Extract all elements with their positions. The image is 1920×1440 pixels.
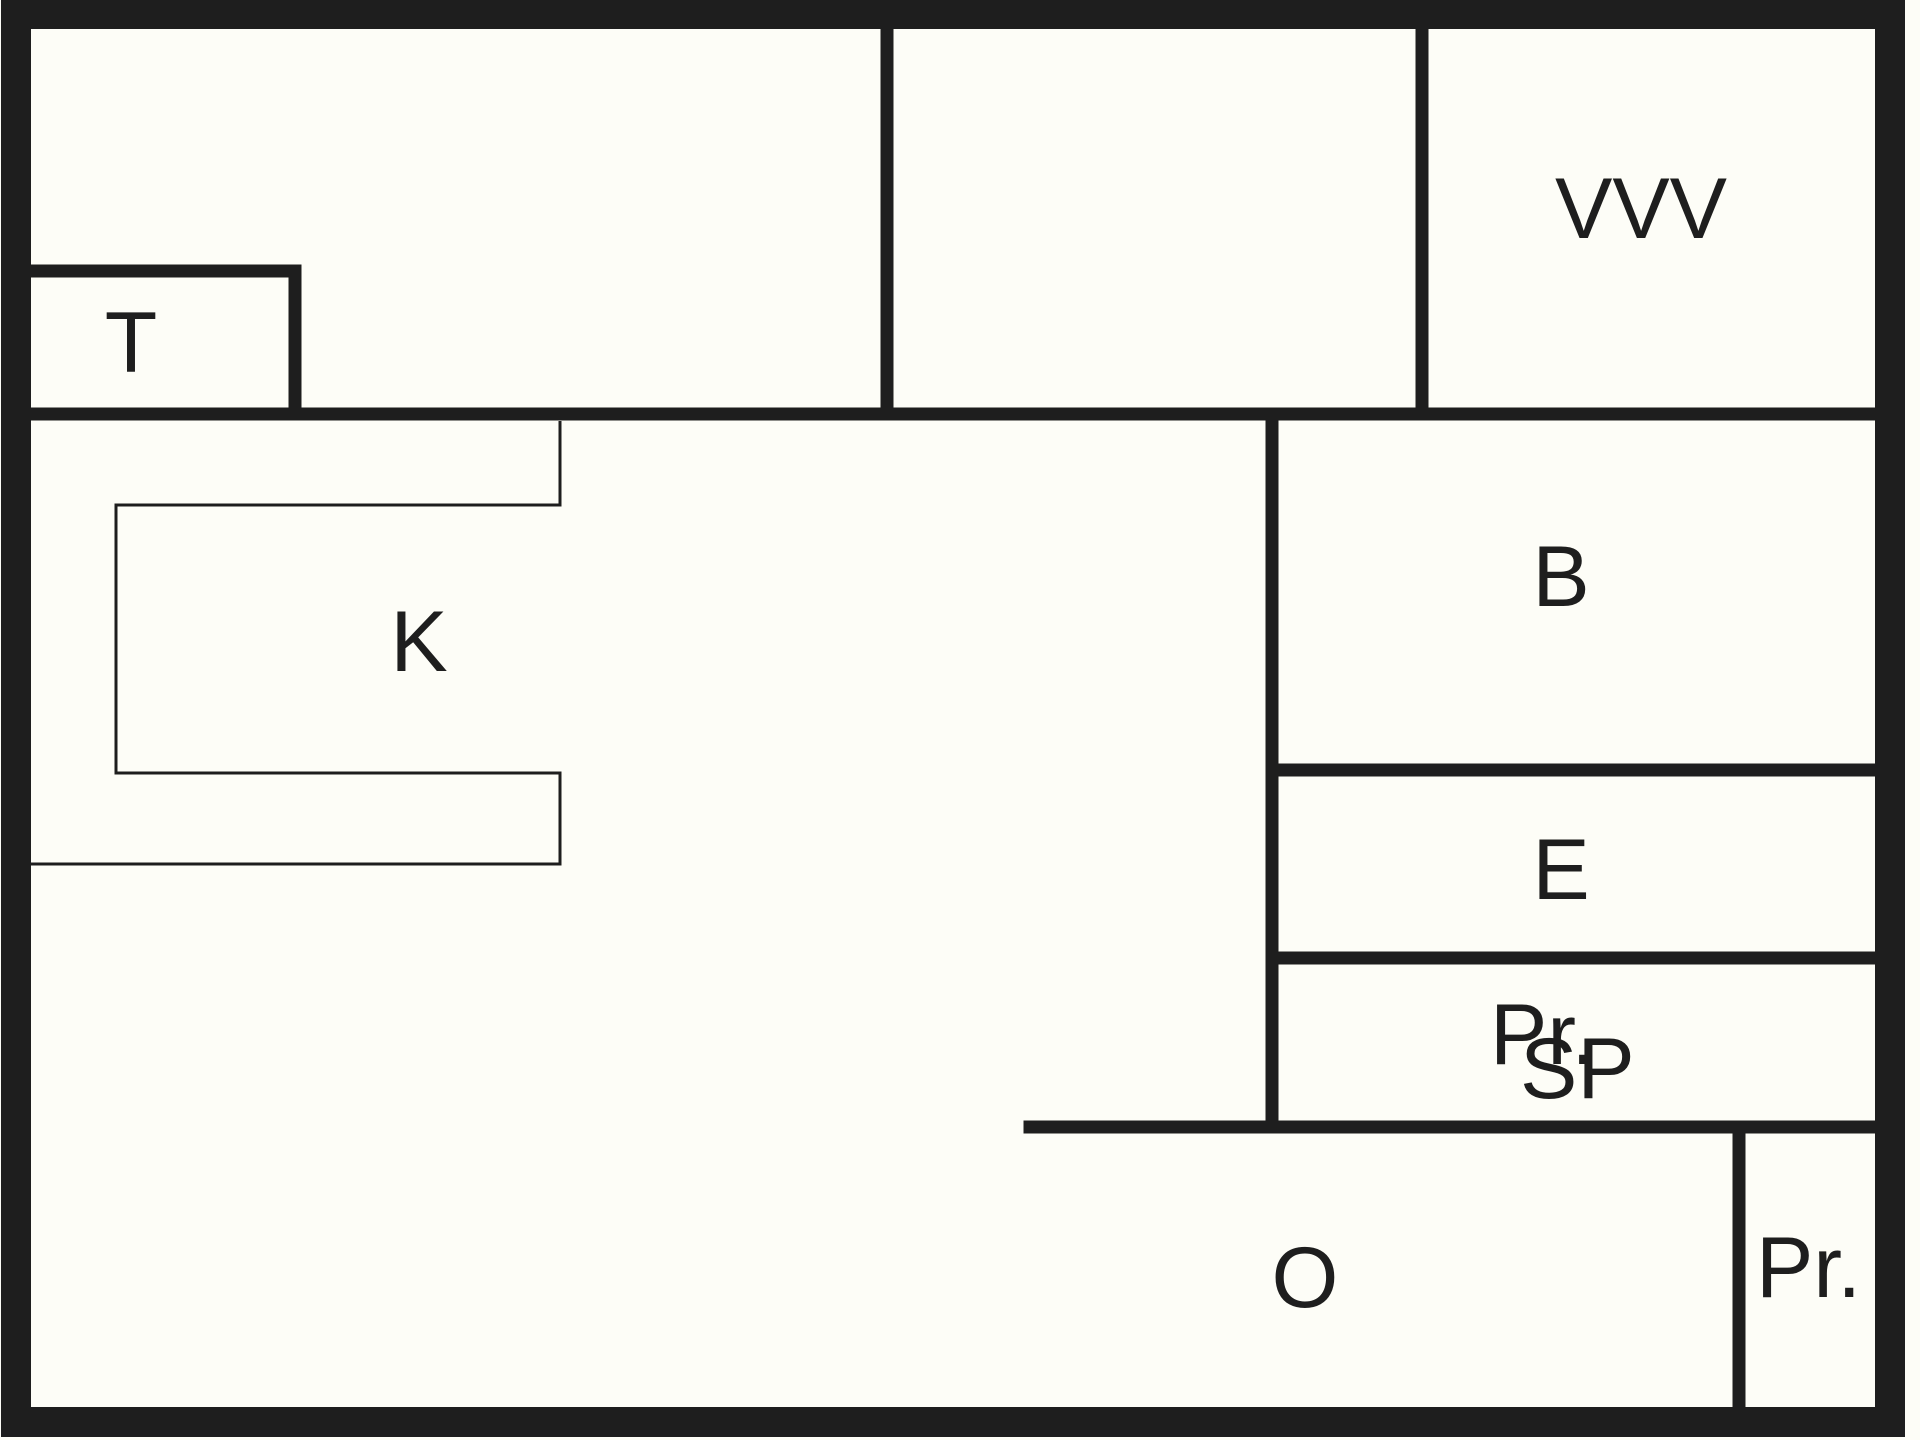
label-o: O <box>1272 1230 1339 1326</box>
label-t: T <box>105 295 158 391</box>
counter-outline <box>30 421 562 866</box>
label-sp: SP <box>1520 1021 1635 1117</box>
label-pr-upper: Pr. <box>1490 987 1595 1083</box>
label-k: K <box>390 594 447 690</box>
label-b: B <box>1532 529 1589 625</box>
label-pr-lower: Pr. <box>1756 1220 1861 1316</box>
room-labels: VVV T K B E Pr. SP O Pr. <box>105 161 1861 1326</box>
t-room-wall <box>23 264 302 421</box>
label-e: E <box>1532 822 1589 918</box>
label-vvv: VVV <box>1555 161 1727 257</box>
